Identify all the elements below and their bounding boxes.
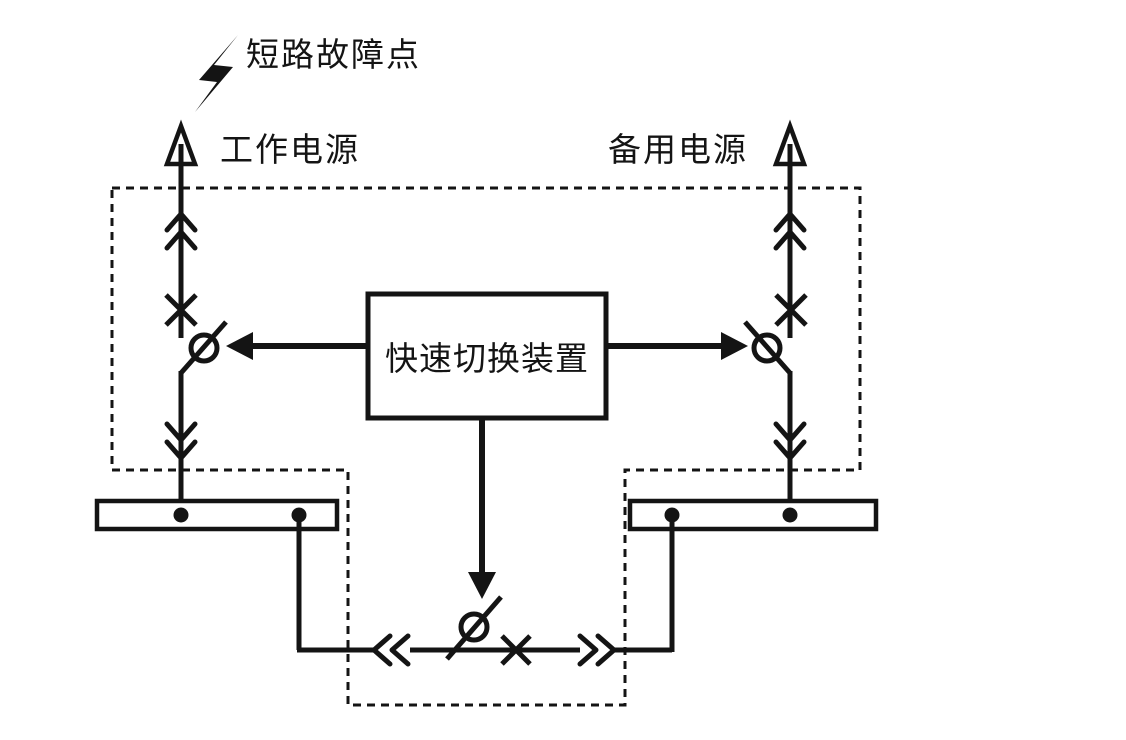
- bus-node: [782, 507, 798, 523]
- backup-source-label: 备用电源: [608, 131, 748, 168]
- arrow-down-icon: [468, 572, 496, 599]
- bus-node: [291, 507, 307, 523]
- lightning-icon: [195, 35, 238, 112]
- tie-breaker-blade: [445, 595, 503, 661]
- arrow-right-icon: [721, 332, 748, 360]
- bus-tie-branch: [296, 518, 675, 667]
- control-box-label: 快速切换装置: [385, 340, 589, 377]
- working-source-label: 工作电源: [220, 131, 360, 168]
- right-breaker-icon: [751, 332, 783, 364]
- bus-node: [664, 507, 680, 523]
- control-arrow-left: [226, 332, 368, 360]
- left-breaker-icon: [188, 332, 220, 364]
- drawout-contact-right-icon: [577, 633, 599, 667]
- fault-point-label: 短路故障点: [246, 36, 421, 73]
- drawout-contact-up-icon: [773, 211, 807, 233]
- backup-source-branch: [743, 119, 808, 515]
- control-arrow-right: [606, 332, 748, 360]
- right-breaker-blade: [743, 320, 792, 375]
- bus-node: [173, 507, 189, 523]
- drawout-contact-left-icon: [371, 633, 393, 667]
- control-box: [365, 291, 609, 421]
- working-source-branch: [163, 119, 228, 515]
- drawout-contact-up-icon: [164, 211, 198, 233]
- dashed-boundary: [110, 186, 862, 707]
- drawout-contact-down-icon: [164, 421, 198, 443]
- control-arrow-down: [468, 418, 496, 599]
- tie-breaker-icon: [458, 611, 490, 643]
- left-breaker-blade: [179, 320, 228, 375]
- drawout-contact-down-icon: [773, 421, 807, 443]
- arrow-left-icon: [226, 332, 253, 360]
